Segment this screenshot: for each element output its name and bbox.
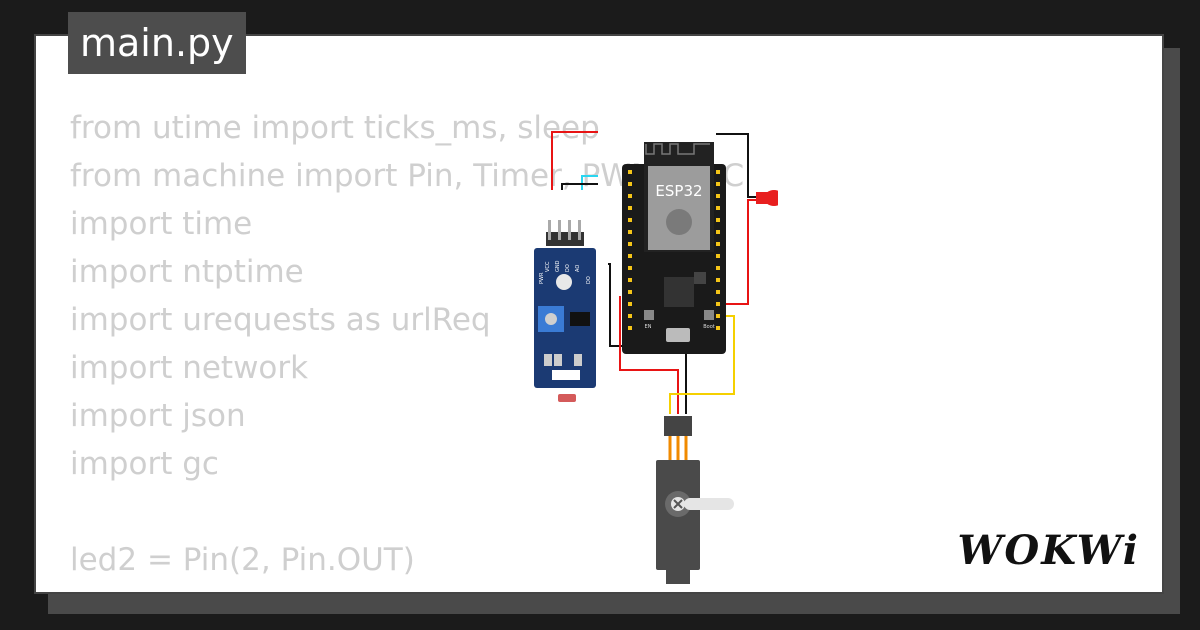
en-button[interactable]	[644, 310, 654, 320]
wire-black-gnd	[561, 183, 598, 190]
sensor-led-pwr-label: PWR	[539, 272, 545, 284]
code-line: import urequests as urlReq	[70, 302, 491, 338]
photoresistor	[558, 394, 576, 402]
code-line: import ntptime	[70, 254, 304, 290]
file-tab[interactable]: main.py	[68, 12, 246, 74]
wire-black-servo	[608, 263, 687, 414]
sensor-led-do-label: DO	[586, 276, 592, 284]
esp32-label: ESP32	[655, 182, 702, 200]
code-line: import time	[70, 206, 253, 242]
esp32-left-pins[interactable]	[628, 170, 632, 330]
code-line: led2 = Pin(2, Pin.OUT)	[70, 542, 415, 578]
sensor-pin-vcc: VCC	[545, 261, 551, 272]
wire-red-led	[716, 199, 756, 305]
code-line: from utime import ticks_ms, sleep	[70, 110, 600, 146]
wire-red-servo	[619, 296, 679, 414]
servo-horn[interactable]	[684, 498, 734, 510]
wire-yellow-servo	[669, 315, 735, 414]
circuit-diagram: ESP32 EN Boot VCC GND	[534, 131, 778, 584]
en-button-label: EN	[645, 324, 652, 330]
red-led[interactable]	[756, 190, 778, 206]
boot-button-label: Boot	[703, 324, 715, 330]
wokwi-logo: WOKWi	[957, 527, 1140, 574]
code-line: import gc	[70, 446, 219, 482]
esp32-right-pins[interactable]	[716, 170, 720, 330]
sensor-pin-gnd: GND	[555, 260, 561, 272]
sensor-pin-do: DO	[565, 264, 571, 272]
wires	[551, 131, 766, 414]
esp32-board[interactable]: ESP32 EN Boot	[622, 142, 726, 354]
servo-motor[interactable]	[656, 416, 734, 584]
espressif-logo-icon	[666, 209, 692, 235]
sensor-pin-ao: AO	[575, 265, 581, 272]
wire-red-vcc	[551, 131, 598, 190]
usb-port-icon	[666, 328, 690, 342]
code-line: import json	[70, 398, 246, 434]
code-line: servo = PWM(Pin(15), freq=50, duty=0)	[70, 584, 744, 592]
boot-button[interactable]	[704, 310, 714, 320]
code-line: import network	[70, 350, 309, 386]
light-sensor-module[interactable]: VCC GND DO AO PWR DO	[534, 220, 596, 402]
wire-cyan-ao	[581, 175, 598, 190]
